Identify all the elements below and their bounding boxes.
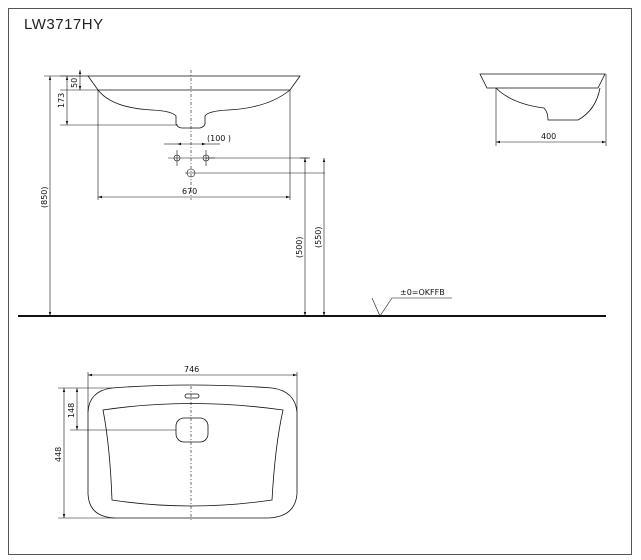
dim-746: 746 [184,365,199,374]
floor-line: ±0=OKFFB [18,288,606,317]
side-basin-bowl [495,87,601,121]
dim-100: (100 ) [207,134,231,143]
dim-50: 50 [70,78,79,88]
waste-drain [175,417,209,443]
dim-173: 173 [57,93,66,108]
top-basin-bowl [102,403,284,507]
model-title: LW3717HY [24,16,104,33]
top-basin-outline [87,384,298,519]
top-view: 746 148 448 [54,365,298,522]
floor-level-symbol [371,297,452,317]
dim-148: 148 [67,403,76,418]
dim-850: (850) [40,186,49,208]
overflow-slot [184,393,200,399]
side-basin-rim [479,73,606,89]
dim-550: (550) [314,226,323,248]
drawing-frame [8,8,632,555]
front-view: 50 173 (100 ) 670 (500) (550) (850) [40,70,326,316]
side-view: 400 [479,73,607,146]
floor-label: ±0=OKFFB [400,288,445,297]
front-basin-rim [87,75,301,91]
dim-670: 670 [182,187,197,196]
dim-500: (500) [295,236,304,258]
dim-448: 448 [54,447,63,462]
front-basin-bowl [97,89,291,129]
dim-400: 400 [541,132,556,141]
